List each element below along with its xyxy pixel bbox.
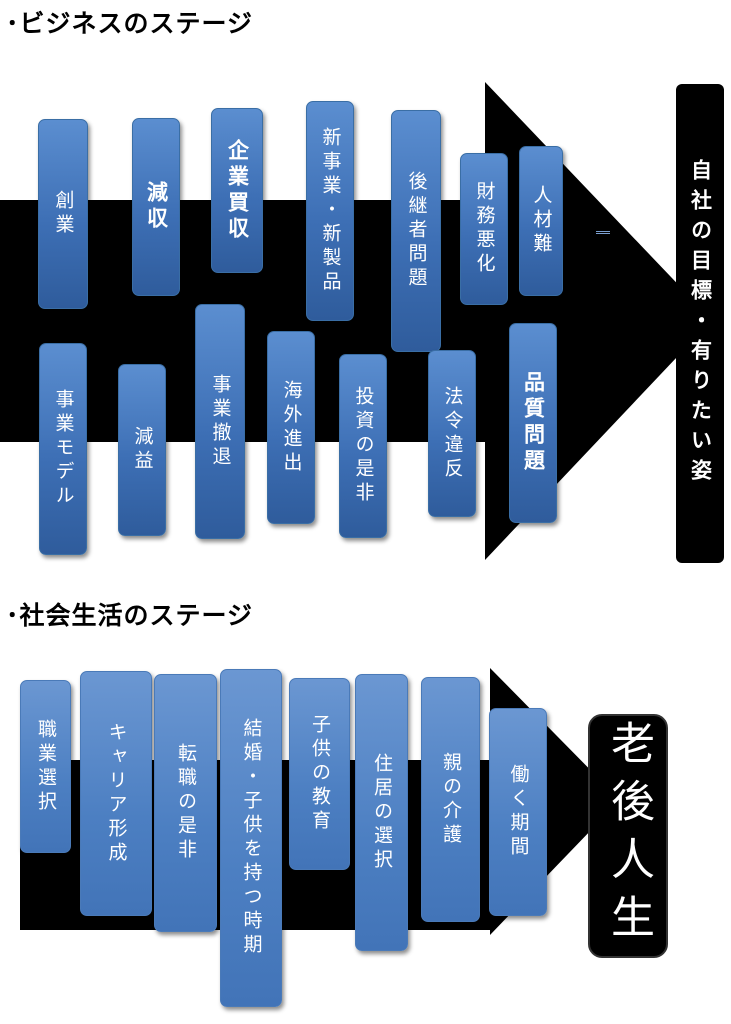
social-stage-box-0: 職業選択 bbox=[20, 680, 71, 853]
social-stage-label: 子供の教育 bbox=[309, 714, 331, 834]
business-stage-label: 法令違反 bbox=[441, 385, 464, 482]
business-stage-label: 人材難 bbox=[530, 185, 553, 257]
business-stage-label: 減収 bbox=[144, 181, 169, 233]
business-stage-box-top-2: 企業買収 bbox=[211, 108, 263, 273]
business-stage-label: 後継者問題 bbox=[405, 171, 428, 291]
social-goal-box: 老後人生 bbox=[588, 714, 668, 958]
business-stage-label: 創業 bbox=[52, 190, 75, 238]
business-stage-box-top-0: 創業 bbox=[38, 119, 88, 309]
social-goal-label: 老後人生 bbox=[603, 720, 654, 952]
social-stage-label: 転職の是非 bbox=[175, 743, 197, 863]
business-stage-label: 品質問題 bbox=[521, 371, 546, 475]
business-stage-label: 減益 bbox=[131, 426, 154, 474]
business-stage-label: 海外進出 bbox=[280, 379, 303, 476]
business-stage-label: 事業モデル bbox=[52, 389, 75, 509]
business-stage-box-top-5: 財務悪化 bbox=[460, 153, 508, 305]
business-stage-label: 新事業・新製品 bbox=[319, 127, 342, 295]
social-stage-label: 職業選択 bbox=[35, 718, 57, 815]
social-stage-box-2: 転職の是非 bbox=[154, 674, 217, 932]
social-stage-label: 結婚・子供を持つ時期 bbox=[240, 718, 263, 958]
business-stage-box-top-1: 減収 bbox=[132, 118, 180, 296]
social-stage-label: 働く期間 bbox=[507, 764, 530, 860]
business-stage-box-bottom-5: 法令違反 bbox=[428, 350, 476, 517]
social-stage-box-5: 住居の選択 bbox=[355, 674, 408, 951]
social-stage-heading: ･社会生活のステージ bbox=[6, 601, 254, 630]
business-stage-box-top-6: 人材難 bbox=[519, 146, 563, 296]
business-goal-label: 自社の目標・有りたい姿 bbox=[688, 158, 713, 489]
business-stage-box-bottom-6: 品質問題 bbox=[509, 323, 557, 523]
social-stage-label: キャリア形成 bbox=[105, 721, 128, 866]
business-stage-heading: ･ビジネスのステージ bbox=[6, 9, 254, 38]
decorative-mark bbox=[596, 231, 610, 234]
social-stage-label: 住居の選択 bbox=[371, 752, 393, 873]
business-goal-box: 自社の目標・有りたい姿 bbox=[676, 84, 724, 563]
business-stage-box-top-4: 後継者問題 bbox=[391, 110, 441, 352]
business-stage-box-bottom-2: 事業撤退 bbox=[195, 304, 245, 539]
social-stage-box-3: 結婚・子供を持つ時期 bbox=[220, 669, 282, 1007]
social-stage-box-7: 働く期間 bbox=[489, 708, 547, 916]
business-stage-label: 財務悪化 bbox=[473, 181, 496, 277]
business-stage-box-bottom-1: 減益 bbox=[118, 364, 166, 536]
business-stage-box-top-3: 新事業・新製品 bbox=[306, 101, 354, 321]
business-stage-label: 事業撤退 bbox=[209, 373, 232, 470]
social-stage-box-4: 子供の教育 bbox=[289, 678, 350, 870]
business-stage-label: 投資の是非 bbox=[352, 386, 375, 506]
social-stage-box-1: キャリア形成 bbox=[80, 671, 152, 916]
business-stage-box-bottom-3: 海外進出 bbox=[267, 331, 315, 524]
social-stage-label: 親の介護 bbox=[440, 751, 462, 848]
business-stage-label: 企業買収 bbox=[225, 138, 250, 243]
social-stage-box-6: 親の介護 bbox=[421, 677, 480, 922]
business-stage-box-bottom-0: 事業モデル bbox=[39, 343, 87, 555]
business-stage-box-bottom-4: 投資の是非 bbox=[339, 354, 387, 538]
